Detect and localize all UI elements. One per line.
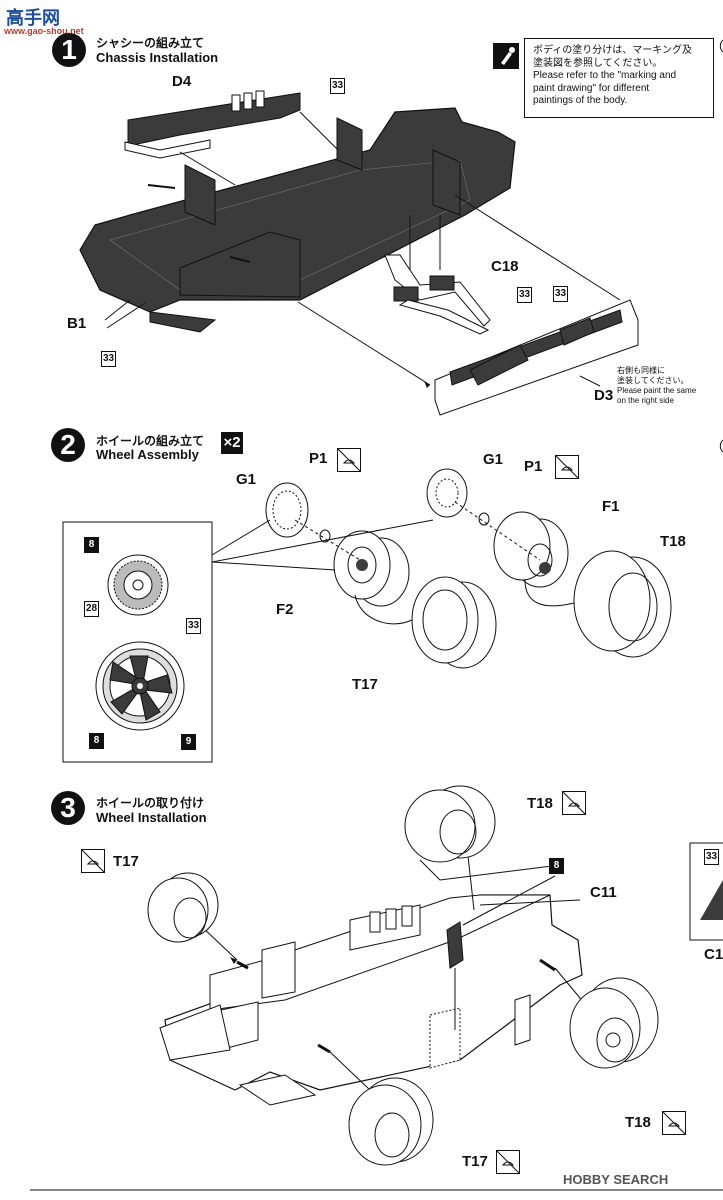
part-g1-right-label: G1 — [483, 451, 504, 468]
color-8-wheel: 8 — [89, 733, 104, 749]
step-3-title-jp: ホイールの取り付け — [96, 796, 205, 810]
step-1-number: 1 — [52, 33, 86, 67]
step-2-number: 2 — [51, 428, 85, 462]
part-f2-label: F2 — [276, 601, 294, 618]
part-b1-label: B1 — [67, 315, 87, 332]
paint-note-box: ボディの塗り分けは、マーキング及 塗装図を参照してください。 Please re… — [524, 38, 714, 118]
part-c18-label: C18 — [491, 258, 519, 275]
watermark-url: www.gao-shou.net — [4, 26, 84, 36]
right-side-note-en-1: Please paint the same — [617, 386, 697, 395]
part-p1-left-label: P1 — [309, 450, 328, 467]
color-8-disc: 8 — [84, 537, 99, 553]
step-1-title-en: Chassis Installation — [96, 50, 219, 65]
color-33-d3: 33 — [553, 286, 568, 302]
no-paint-icon-p1-left — [337, 448, 361, 472]
no-paint-icon-t17-left — [81, 849, 105, 873]
color-33-b1: 33 — [101, 351, 116, 367]
paint-note-jp-1: ボディの塗り分けは、マーキング及 — [533, 45, 692, 56]
paint-brush-icon — [493, 43, 519, 69]
color-28-disc: 28 — [84, 601, 99, 617]
no-paint-icon-t18-bottom — [662, 1111, 686, 1135]
times-two-badge: ×2 — [221, 432, 243, 454]
right-side-note-en-2: on the right side — [617, 396, 674, 405]
right-side-note-jp-1: 右側も同様に — [617, 366, 665, 375]
color-33-c18: 33 — [517, 287, 532, 303]
part-p1-right-label: P1 — [524, 458, 543, 475]
part-t18-bottom-label: T18 — [625, 1114, 651, 1131]
part-c11-label: C11 — [590, 884, 617, 901]
paint-note-en-3: paintings of the body. — [533, 95, 628, 106]
part-g1-left-label: G1 — [236, 471, 257, 488]
color-33-wheel: 33 — [186, 618, 201, 634]
part-t17-bottom-label: T17 — [462, 1153, 488, 1170]
no-paint-icon-t18-top — [562, 791, 586, 815]
step-3-number: 3 — [51, 791, 85, 825]
hobby-search-logo: HOBBY SEARCH — [563, 1172, 668, 1187]
right-side-note: 右側も同様に 塗装してください。 Please paint the same o… — [617, 366, 696, 406]
color-9-wheel: 9 — [181, 734, 196, 750]
part-t17-left-label: T17 — [113, 853, 139, 870]
part-t18-label: T18 — [660, 533, 686, 550]
paint-note-en-1: Please refer to the "marking and — [533, 70, 677, 81]
part-d3-label: D3 — [594, 387, 614, 404]
part-f1-label: F1 — [602, 498, 620, 515]
color-33-right-partial: 33 — [704, 849, 719, 865]
paint-note-jp-2: 塗装図を参照してください。 — [533, 57, 663, 69]
hobby-search-logo-text: HOBBY SEARCH — [563, 1172, 669, 1187]
step-3-title-en: Wheel Installation — [96, 810, 207, 825]
watermark-logo: 高手网 — [6, 4, 60, 30]
step-2-title-jp: ホイールの組み立て — [96, 434, 205, 448]
no-paint-icon-t17-bottom — [496, 1150, 520, 1174]
step-1-title-jp: シャシーの組み立て — [96, 36, 205, 50]
part-c-partial-label: C1 — [704, 946, 723, 963]
no-paint-icon-p1-right — [555, 455, 579, 479]
step-2-title-en: Wheel Assembly — [96, 447, 199, 462]
part-d4-label: D4 — [172, 73, 192, 90]
part-t18-top-label: T18 — [527, 795, 553, 812]
color-33-d4: 33 — [330, 78, 345, 94]
paint-note-en-2: paint drawing" for different — [533, 82, 650, 94]
color-8-c11: 8 — [549, 858, 564, 874]
watermark-logo-text: 高手网 — [6, 8, 60, 28]
right-side-note-jp-2: 塗装してください。 — [617, 376, 689, 385]
part-t17-label: T17 — [352, 676, 378, 693]
